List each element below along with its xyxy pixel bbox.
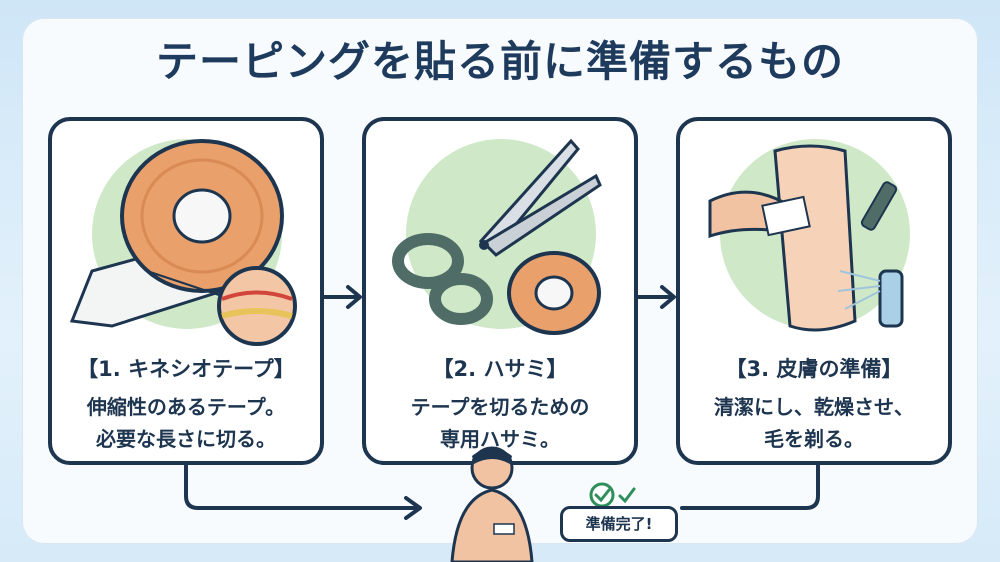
card-description-line: 毛を剃る。: [764, 427, 864, 451]
scissors-handle: [392, 233, 464, 289]
card-description-line: 清潔にし、乾燥させ、: [714, 395, 914, 419]
person-illustration: [450, 446, 534, 562]
card-description-line: 伸縮性のあるテープ。: [86, 395, 286, 419]
card-description-line: 必要な長さに切る。: [96, 427, 276, 451]
skin-preparation-illustration: [708, 144, 904, 332]
page-title: テーピングを貼る前に準備するもの: [155, 37, 844, 86]
card-description-line: テープを切るための: [410, 395, 590, 419]
speech-bubble: 準備完了!: [560, 506, 678, 542]
tape-roll-core: [172, 188, 232, 244]
arrow-right-icon: [636, 285, 676, 309]
card-description: 伸縮性のあるテープ。 必要な長さに切る。: [52, 391, 320, 455]
scissors-illustration: [392, 138, 602, 335]
card-heading: 【3. 皮膚の準備】: [725, 357, 903, 381]
card-description: 清潔にし、乾燥させ、 毛を剃る。: [680, 391, 948, 455]
tape-patch: [493, 523, 515, 535]
tape-roll-illustration: [69, 139, 297, 346]
arrow-right-icon: [322, 285, 362, 309]
flow-arrow-left-icon: [184, 464, 422, 520]
scissors-handle: [429, 273, 493, 325]
leg: [773, 144, 857, 332]
person-body: [450, 488, 534, 562]
card-description-line: 専用ハサミ。: [440, 427, 560, 451]
card-scissors: 【2. ハサミ】 テープを切るための 専用ハサミ。: [362, 117, 638, 465]
card-heading: 【1. キネシオテープ】: [77, 357, 295, 381]
flow-arrow-right-icon: [680, 464, 820, 510]
scissors-blade: [481, 173, 602, 257]
cloth-icon: [761, 195, 811, 237]
razor-icon: [860, 181, 898, 231]
card-heading: 【2. ハサミ】: [432, 357, 568, 381]
card-skin-preparation: 【3. 皮膚の準備】 清潔にし、乾燥させ、 毛を剃る。: [676, 117, 952, 465]
card-description: テープを切るための 専用ハサミ。: [366, 391, 634, 455]
magnifier-icon: [217, 266, 297, 346]
card-kinesio-tape: 【1. キネシオテープ】 伸縮性のあるテープ。 必要な長さに切る。: [48, 117, 324, 465]
spray-can-icon: [878, 269, 904, 328]
check-icon: [589, 482, 636, 508]
